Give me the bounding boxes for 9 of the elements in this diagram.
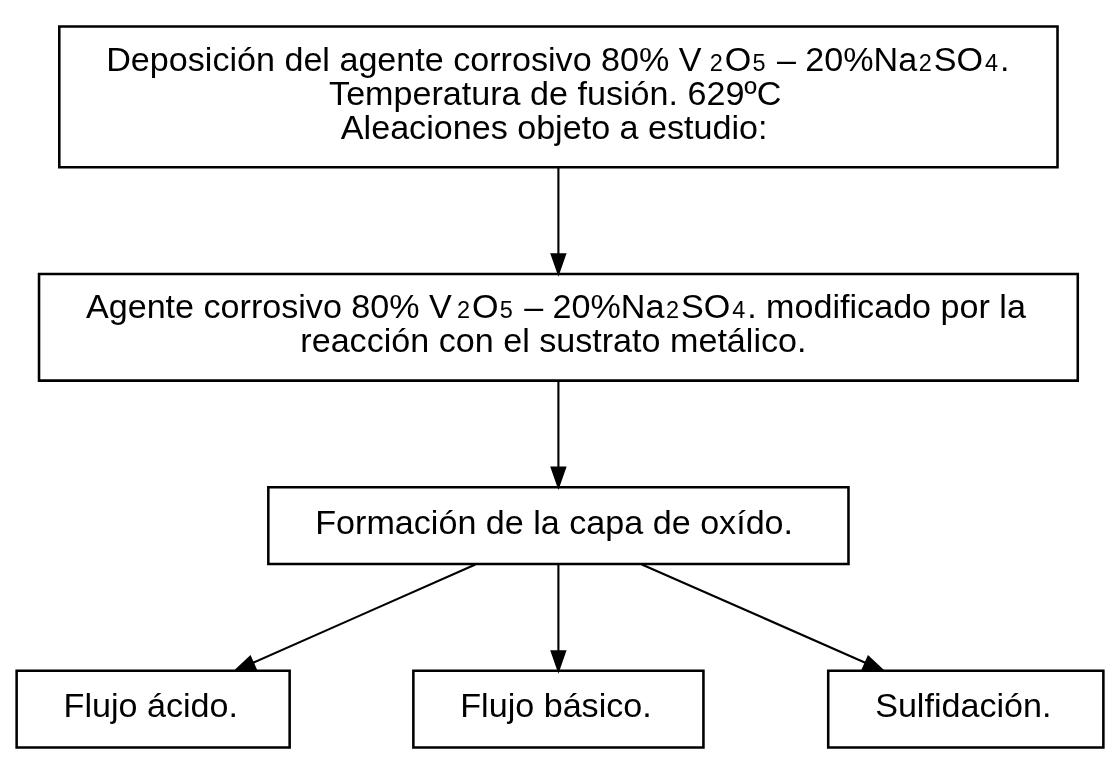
node-box: Formación de la capa de oxído. <box>267 485 850 566</box>
node-box: Flujo básico. <box>412 669 705 749</box>
arrow <box>232 563 476 672</box>
arrow <box>550 167 567 277</box>
node-box: Flujo ácido. <box>15 669 291 749</box>
arrow <box>550 564 567 674</box>
node-box: Sulfidación. <box>826 669 1105 749</box>
arrow <box>641 563 887 672</box>
arrow <box>550 381 567 490</box>
